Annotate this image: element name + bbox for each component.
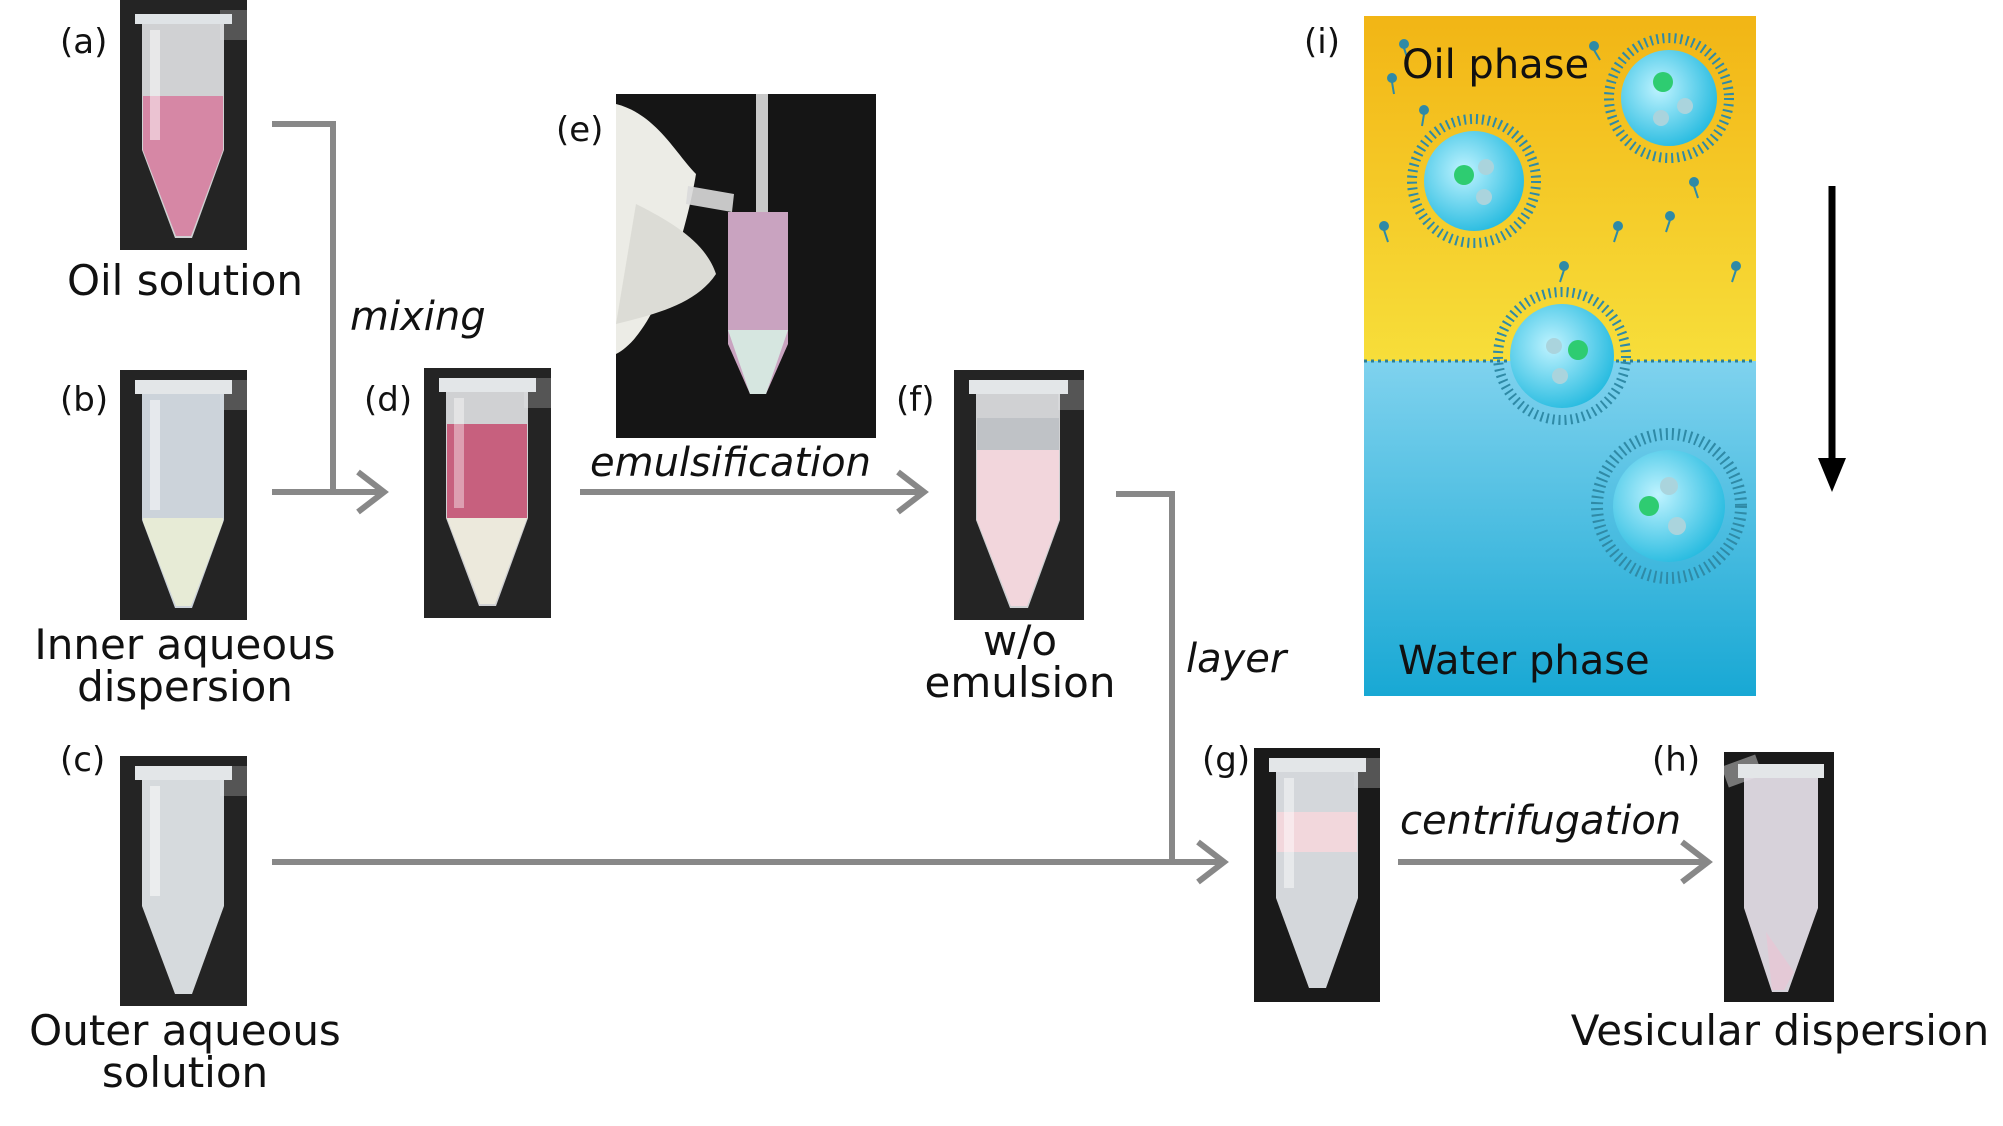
- caption-line: Inner aqueous: [34, 620, 336, 669]
- caption-wo-emulsion: w/o emulsion: [900, 620, 1140, 704]
- arrowhead-f: [896, 469, 929, 515]
- photo-oil-solution-tube: [120, 0, 247, 250]
- panel-label-h: (h): [1652, 740, 1701, 780]
- downward-arrow-icon: [1818, 186, 1846, 492]
- caption-line: solution: [101, 1048, 269, 1097]
- photo-vesicular-dispersion-tube: [1724, 752, 1834, 1002]
- panel-label-f: (f): [896, 380, 935, 420]
- vesicle: [1407, 114, 1541, 248]
- panel-label-e: (e): [556, 110, 604, 150]
- step-label-mixing: mixing: [350, 294, 486, 340]
- step-label-emulsification: emulsification: [590, 440, 871, 486]
- arrowhead-d: [356, 469, 389, 515]
- caption-vesicular-dispersion: Vesicular dispersion: [1570, 1006, 1990, 1055]
- caption-oil-solution: Oil solution: [66, 256, 304, 305]
- panel-label-d: (d): [364, 380, 413, 420]
- caption-line: emulsion: [924, 658, 1116, 707]
- panel-label-c: (c): [60, 740, 106, 780]
- water-phase-label: Water phase: [1398, 638, 1650, 684]
- photo-wo-emulsion-tube: [954, 370, 1084, 620]
- connector-a-to-d: [272, 121, 336, 492]
- step-label-centrifugation: centrifugation: [1400, 798, 1682, 844]
- panel-label-g: (g): [1202, 740, 1251, 780]
- oil-phase-label: Oil phase: [1402, 42, 1589, 88]
- caption-inner-aqueous: Inner aqueous dispersion: [20, 624, 350, 708]
- photo-layered-tube: [1254, 748, 1380, 1002]
- panel-label-i: (i): [1304, 22, 1340, 62]
- caption-outer-aqueous: Outer aqueous solution: [20, 1010, 350, 1094]
- connector-f-to-g: [1116, 491, 1175, 862]
- photo-inner-aqueous-tube: [120, 370, 247, 620]
- panel-label-a: (a): [60, 22, 108, 62]
- photo-outer-aqueous-tube: [120, 756, 247, 1006]
- vesicle: [1591, 428, 1747, 584]
- vesicle: [1604, 33, 1734, 163]
- vesicle-formation-schematic: Oil phase Water phase: [1364, 16, 1756, 696]
- arrowhead-g: [1196, 839, 1229, 885]
- arrowhead-h: [1680, 839, 1713, 885]
- caption-line: dispersion: [77, 662, 293, 711]
- vesicle: [1493, 287, 1631, 425]
- panel-label-b: (b): [60, 380, 109, 420]
- photo-mixed-tube: [424, 368, 551, 618]
- caption-line: w/o: [982, 616, 1058, 665]
- photo-emulsification-process: [616, 94, 876, 438]
- step-label-layer: layer: [1186, 636, 1287, 682]
- caption-line: Outer aqueous: [29, 1006, 341, 1055]
